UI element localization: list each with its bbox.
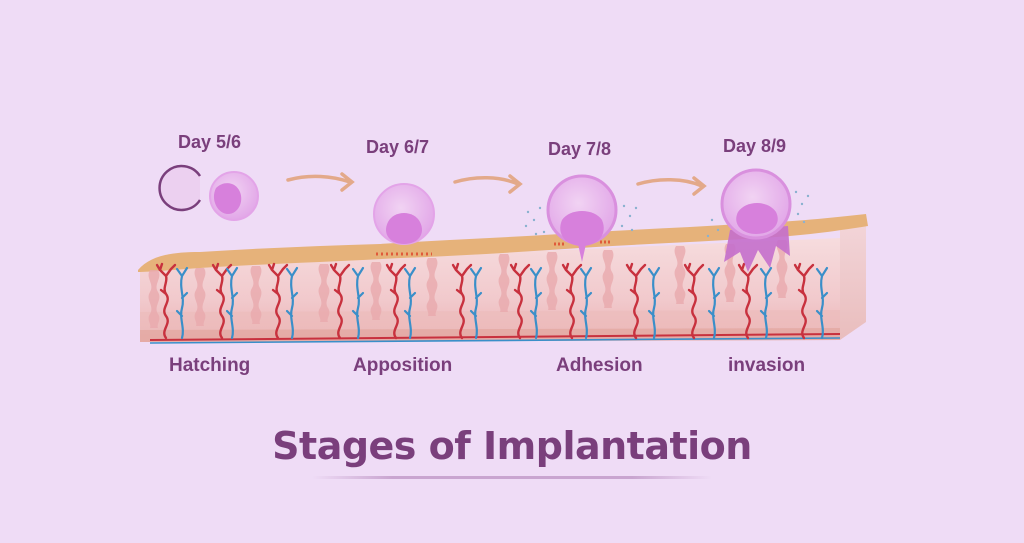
day-label-hatching: Day 5/6 (178, 132, 242, 152)
stage-label-invasion: invasion (728, 355, 806, 376)
arrow-3 (636, 176, 707, 196)
endometrium-tissue (138, 214, 868, 344)
arrow-2 (453, 174, 523, 194)
stage-invasion-blastocyst (706, 168, 810, 272)
day-label-invasion: Day 8/9 (723, 136, 787, 156)
stage-hatching-blastocyst (158, 164, 259, 221)
day-label-adhesion: Day 7/8 (548, 139, 612, 159)
diagram-title: Stages of Implantation (272, 424, 752, 468)
day-label-apposition: Day 6/7 (366, 137, 430, 157)
arrow-1 (286, 172, 355, 192)
stage-label-adhesion: Adhesion (556, 355, 643, 376)
stage-label-apposition: Apposition (353, 355, 453, 376)
title-underline (312, 476, 712, 479)
stage-adhesion-blastocyst (524, 174, 638, 262)
stage-apposition-blastocyst (373, 183, 435, 256)
stage-label-hatching: Hatching (169, 355, 251, 376)
